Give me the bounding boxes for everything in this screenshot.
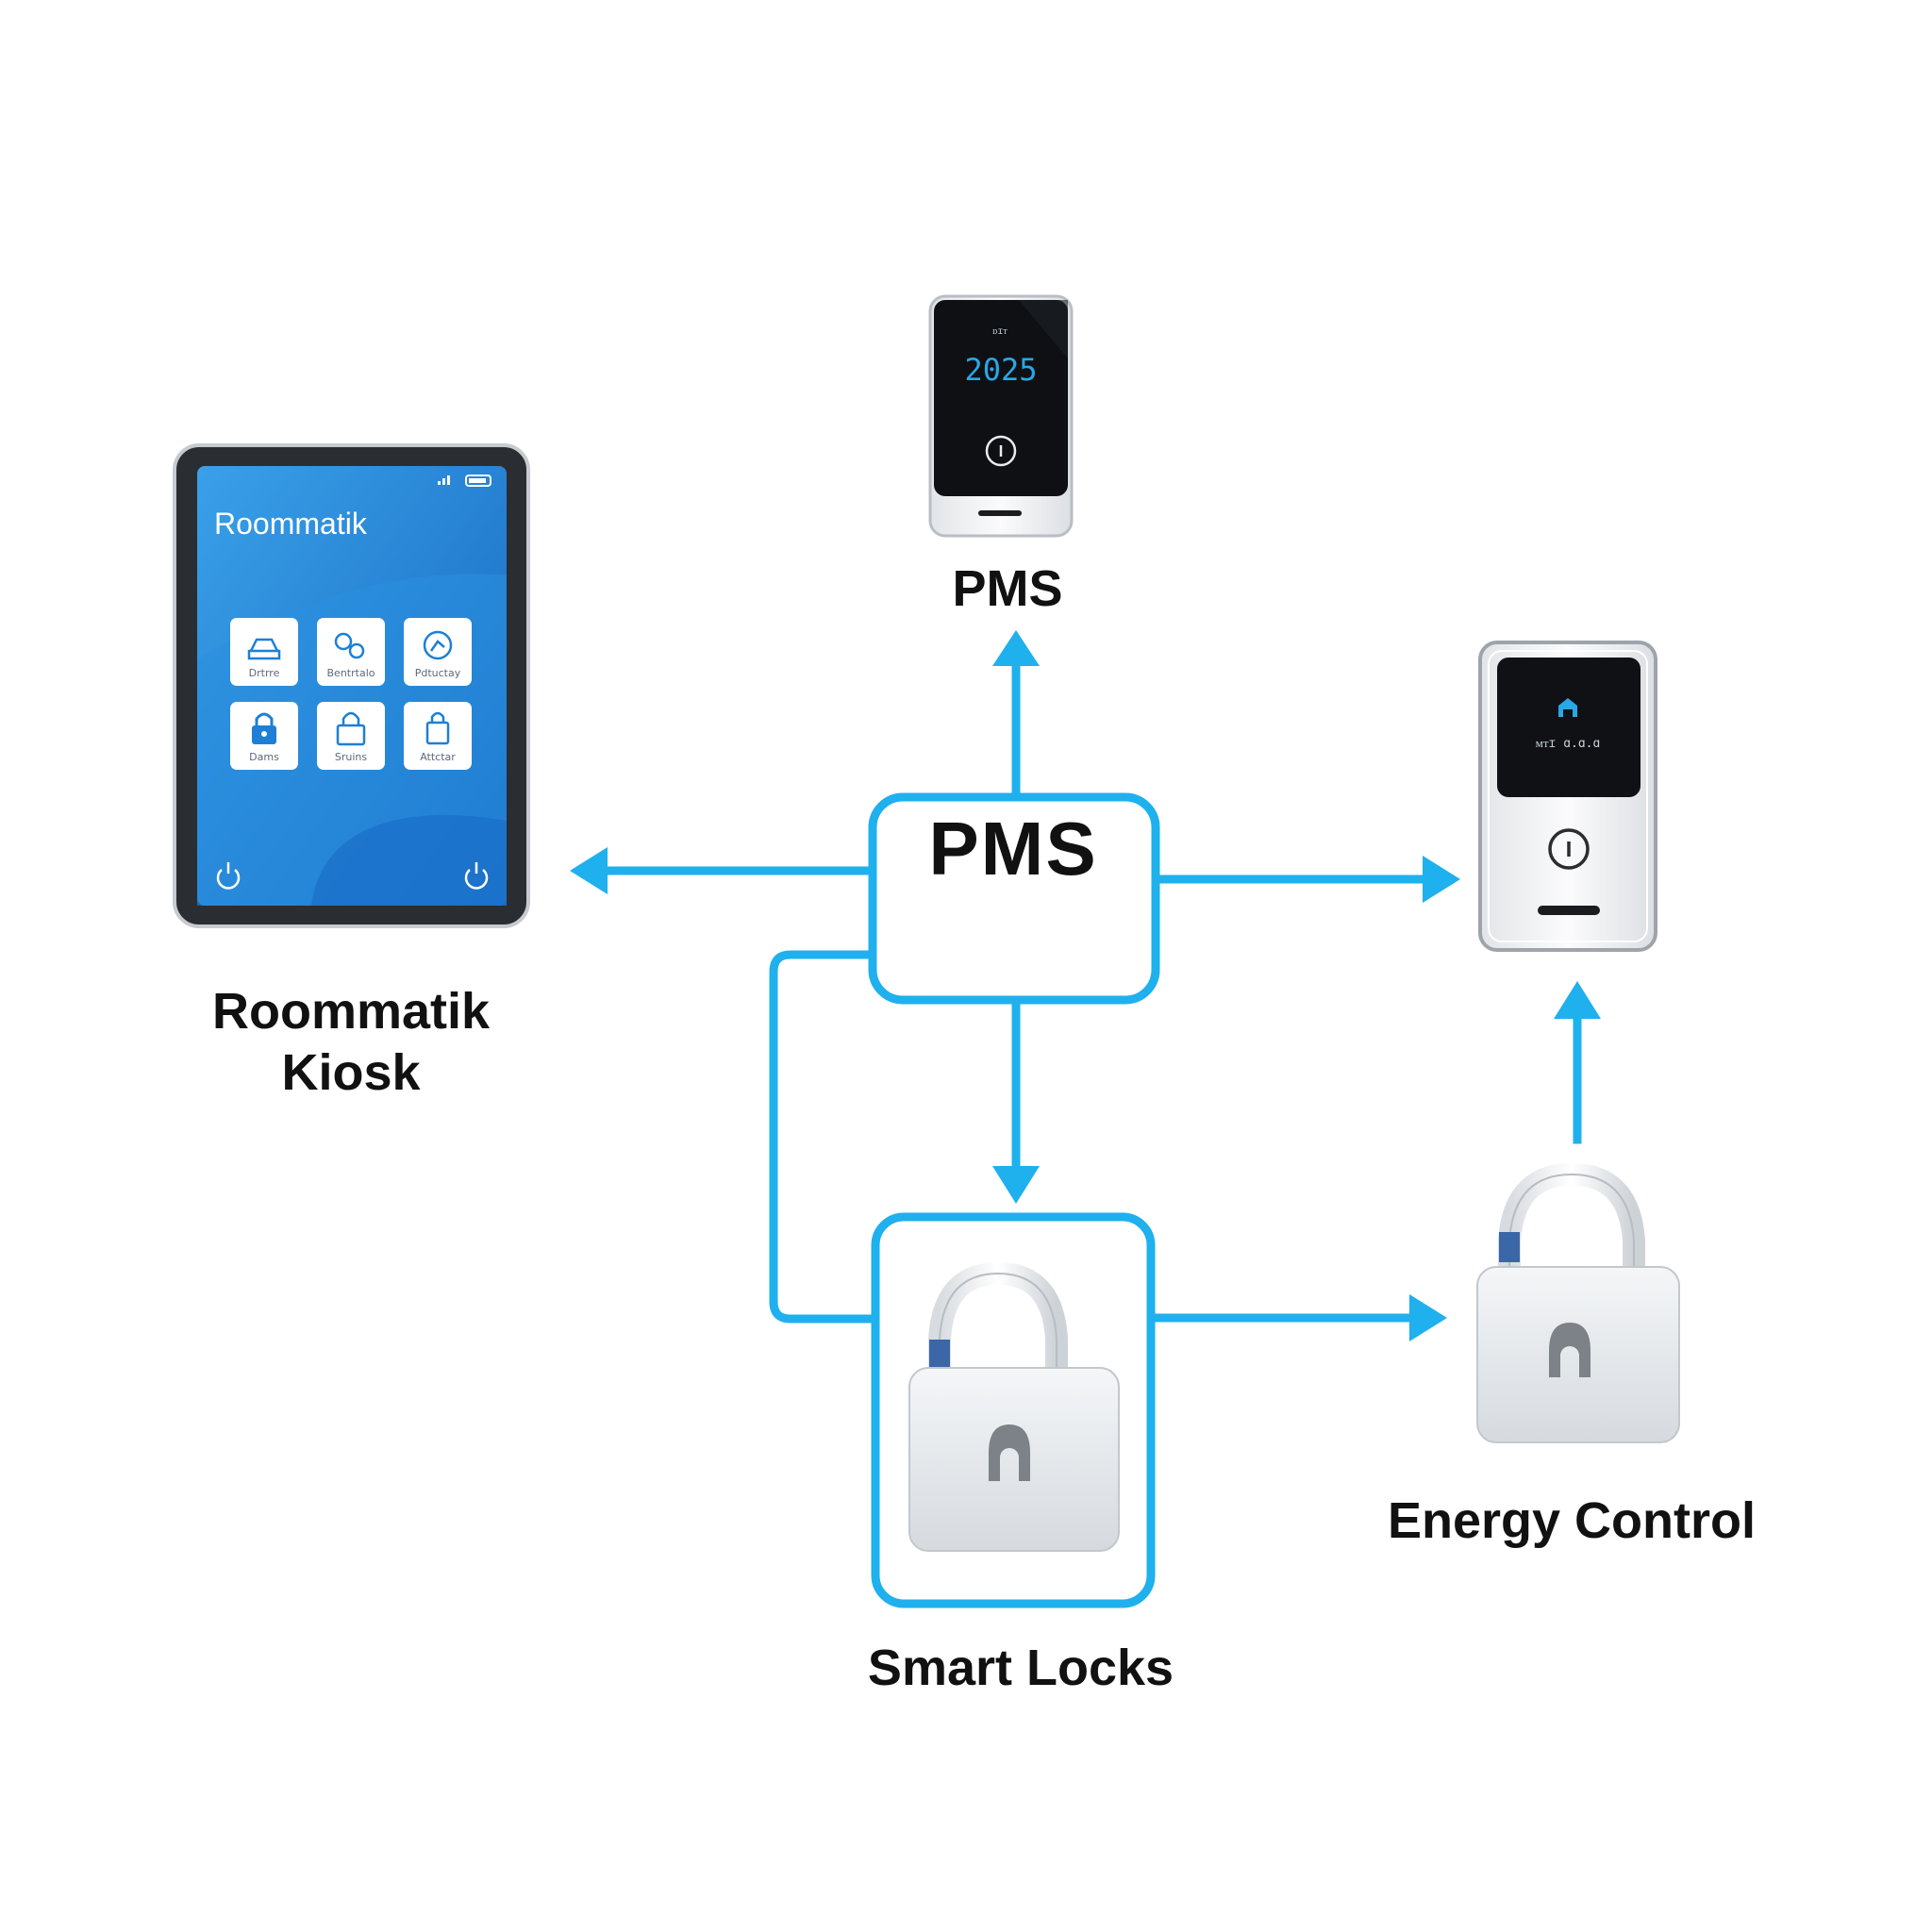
tile-5[interactable]: Sruins [317,702,385,770]
arrowhead-up-pms [992,630,1040,666]
tablet-wave-2 [311,815,507,906]
smart-lock-padlock [908,1261,1120,1552]
home-icon [1558,698,1577,717]
tablet-app-title: Roommatik [214,507,368,541]
fingerprint-icon [985,435,1017,467]
arrowhead-left-kiosk [570,847,608,894]
pms-device-year: 2025 [964,352,1037,388]
lock-heart-icon [252,712,276,744]
pms-device-slot [978,510,1022,516]
tile-2-caption: Bentrtalo [327,667,375,679]
reader-code: ᴍᴛɪ ɑ.ɑ.ɑ [1536,737,1601,751]
tile-2[interactable]: Bentrtalo [317,618,385,686]
pms-device: ᴅɪᴛ 2025 [928,294,1074,538]
power-icon-right[interactable] [464,862,489,890]
tile-5-caption: Sruins [335,751,368,763]
tile-1[interactable]: Drtrre [230,618,298,686]
reader-screen [1497,658,1641,797]
kiosk-label-line2: Kiosk [281,1043,421,1101]
kiosk-tablet: Roommatik Drtrre Bentrtalo [173,443,530,928]
tile-3[interactable]: Pdtuctay [404,618,472,686]
tile-1-caption: Drtrre [249,667,280,679]
lock-icon [336,711,366,746]
car-icon [247,638,281,660]
energy-keyhole-icon [1549,1323,1591,1377]
smart-locks-label: Smart Locks [867,1640,1174,1696]
tablet-tile-grid: Drtrre Bentrtalo Pdtuctay [230,618,472,770]
bag-icon [425,711,450,745]
pms-device-screen [934,300,1068,496]
tile-3-caption: Pdtuctay [415,667,461,679]
tile-6[interactable]: Attctar [404,702,472,770]
signal-icon [438,475,450,485]
power-icon-left[interactable] [216,862,241,890]
reader-device: ᴍᴛɪ ɑ.ɑ.ɑ [1478,641,1657,952]
arrowhead-right-reader [1423,856,1460,903]
reader-button-icon [1548,828,1590,870]
pms-center-box [868,792,1160,1005]
settings-gears-icon [334,632,365,659]
arrowhead-right-energy [1409,1294,1447,1341]
pms-center-label: PMS [928,807,1098,891]
tile-4[interactable]: Dams [230,702,298,770]
battery-icon [465,475,491,487]
pms-device-label: PMS [952,560,1063,617]
energy-control-label: Energy Control [1387,1492,1757,1549]
tile-6-caption: Attctar [420,751,456,763]
keyhole-icon [989,1424,1030,1481]
tile-4-caption: Dams [249,751,279,763]
kiosk-label-line1: Roommatik [211,983,491,1040]
connection-icon [423,630,453,660]
connectors [599,656,1582,1324]
arrowheads [570,630,1601,1341]
pms-device-top-text: ᴅɪᴛ [992,326,1008,337]
arrowhead-down-locks [992,1166,1040,1204]
connector-pms-loop-to-locks [769,950,877,1324]
energy-padlock-body [1476,1266,1680,1443]
padlock-body [908,1367,1120,1552]
kiosk-label: Roommatik Kiosk [212,981,490,1104]
arrowhead-up-reader [1554,981,1601,1019]
reader-slot [1538,906,1600,915]
energy-control-padlock [1476,1162,1680,1443]
